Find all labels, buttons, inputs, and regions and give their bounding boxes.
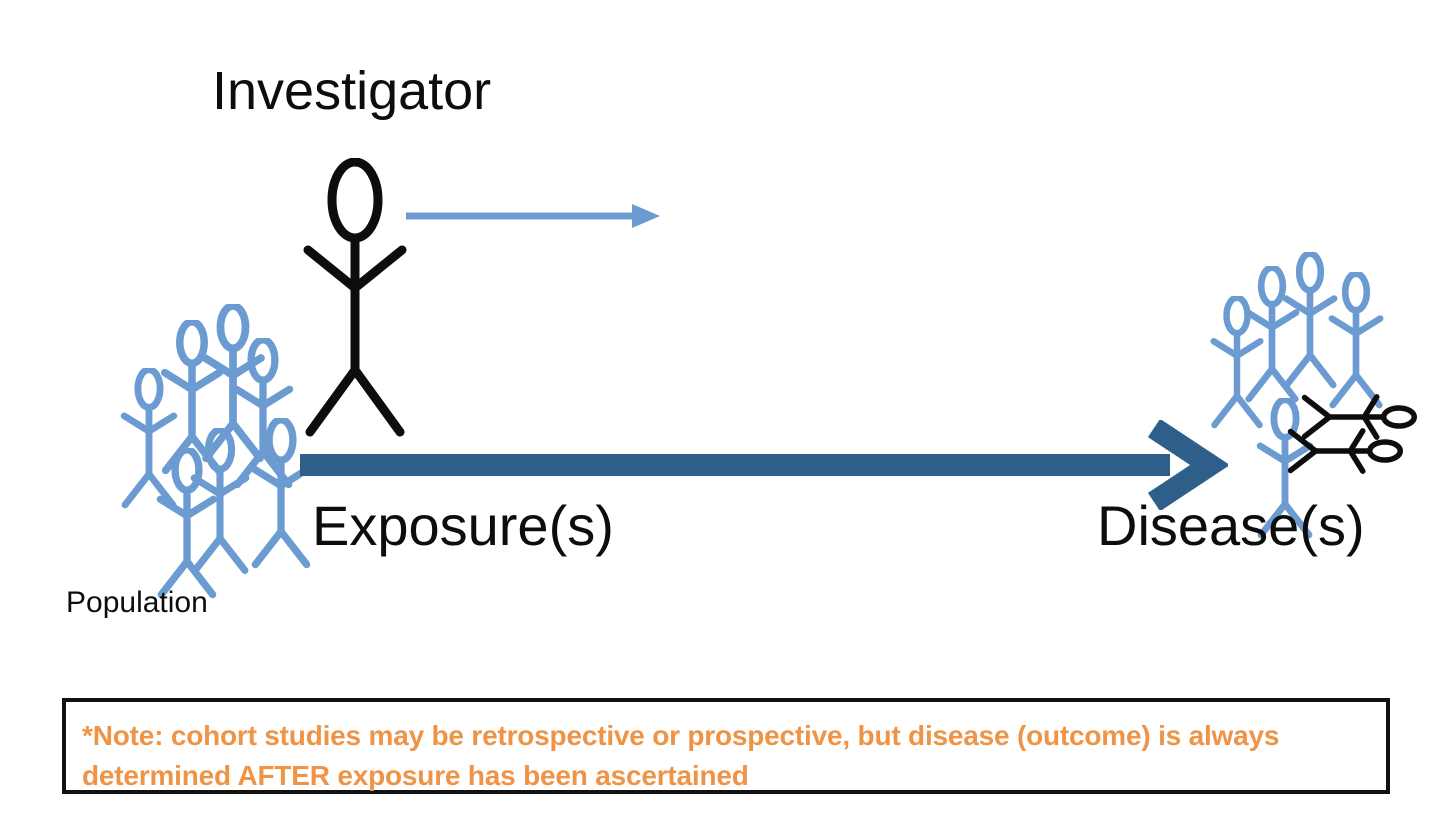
exposure-label: Exposure(s) bbox=[312, 494, 614, 557]
disease-stick-figure bbox=[1328, 272, 1384, 409]
population-stick-figure bbox=[232, 338, 294, 489]
disease-label: Disease(s) bbox=[1097, 494, 1365, 557]
population-stick-figure bbox=[156, 448, 218, 599]
population-stick-figure bbox=[120, 368, 178, 509]
investigator-stick-figure bbox=[303, 158, 407, 437]
note-box: *Note: cohort studies may be retrospecti… bbox=[62, 698, 1390, 794]
exposure-to-disease-arrow bbox=[300, 420, 1228, 510]
disease-figure-cluster bbox=[1190, 248, 1440, 539]
population-label: Population bbox=[66, 586, 208, 619]
population-figure-cluster bbox=[96, 300, 312, 599]
investigator-label: Investigator bbox=[212, 61, 492, 121]
disease-lying-stick-figure bbox=[1287, 428, 1404, 474]
disease-lying-stick-figure bbox=[1301, 394, 1418, 440]
investigator-observation-arrow bbox=[406, 204, 660, 228]
note-text: *Note: cohort studies may be retrospecti… bbox=[82, 720, 1280, 791]
population-stick-figure bbox=[250, 418, 312, 569]
disease-stick-figure bbox=[1282, 252, 1338, 389]
disease-stick-figure bbox=[1256, 398, 1314, 539]
